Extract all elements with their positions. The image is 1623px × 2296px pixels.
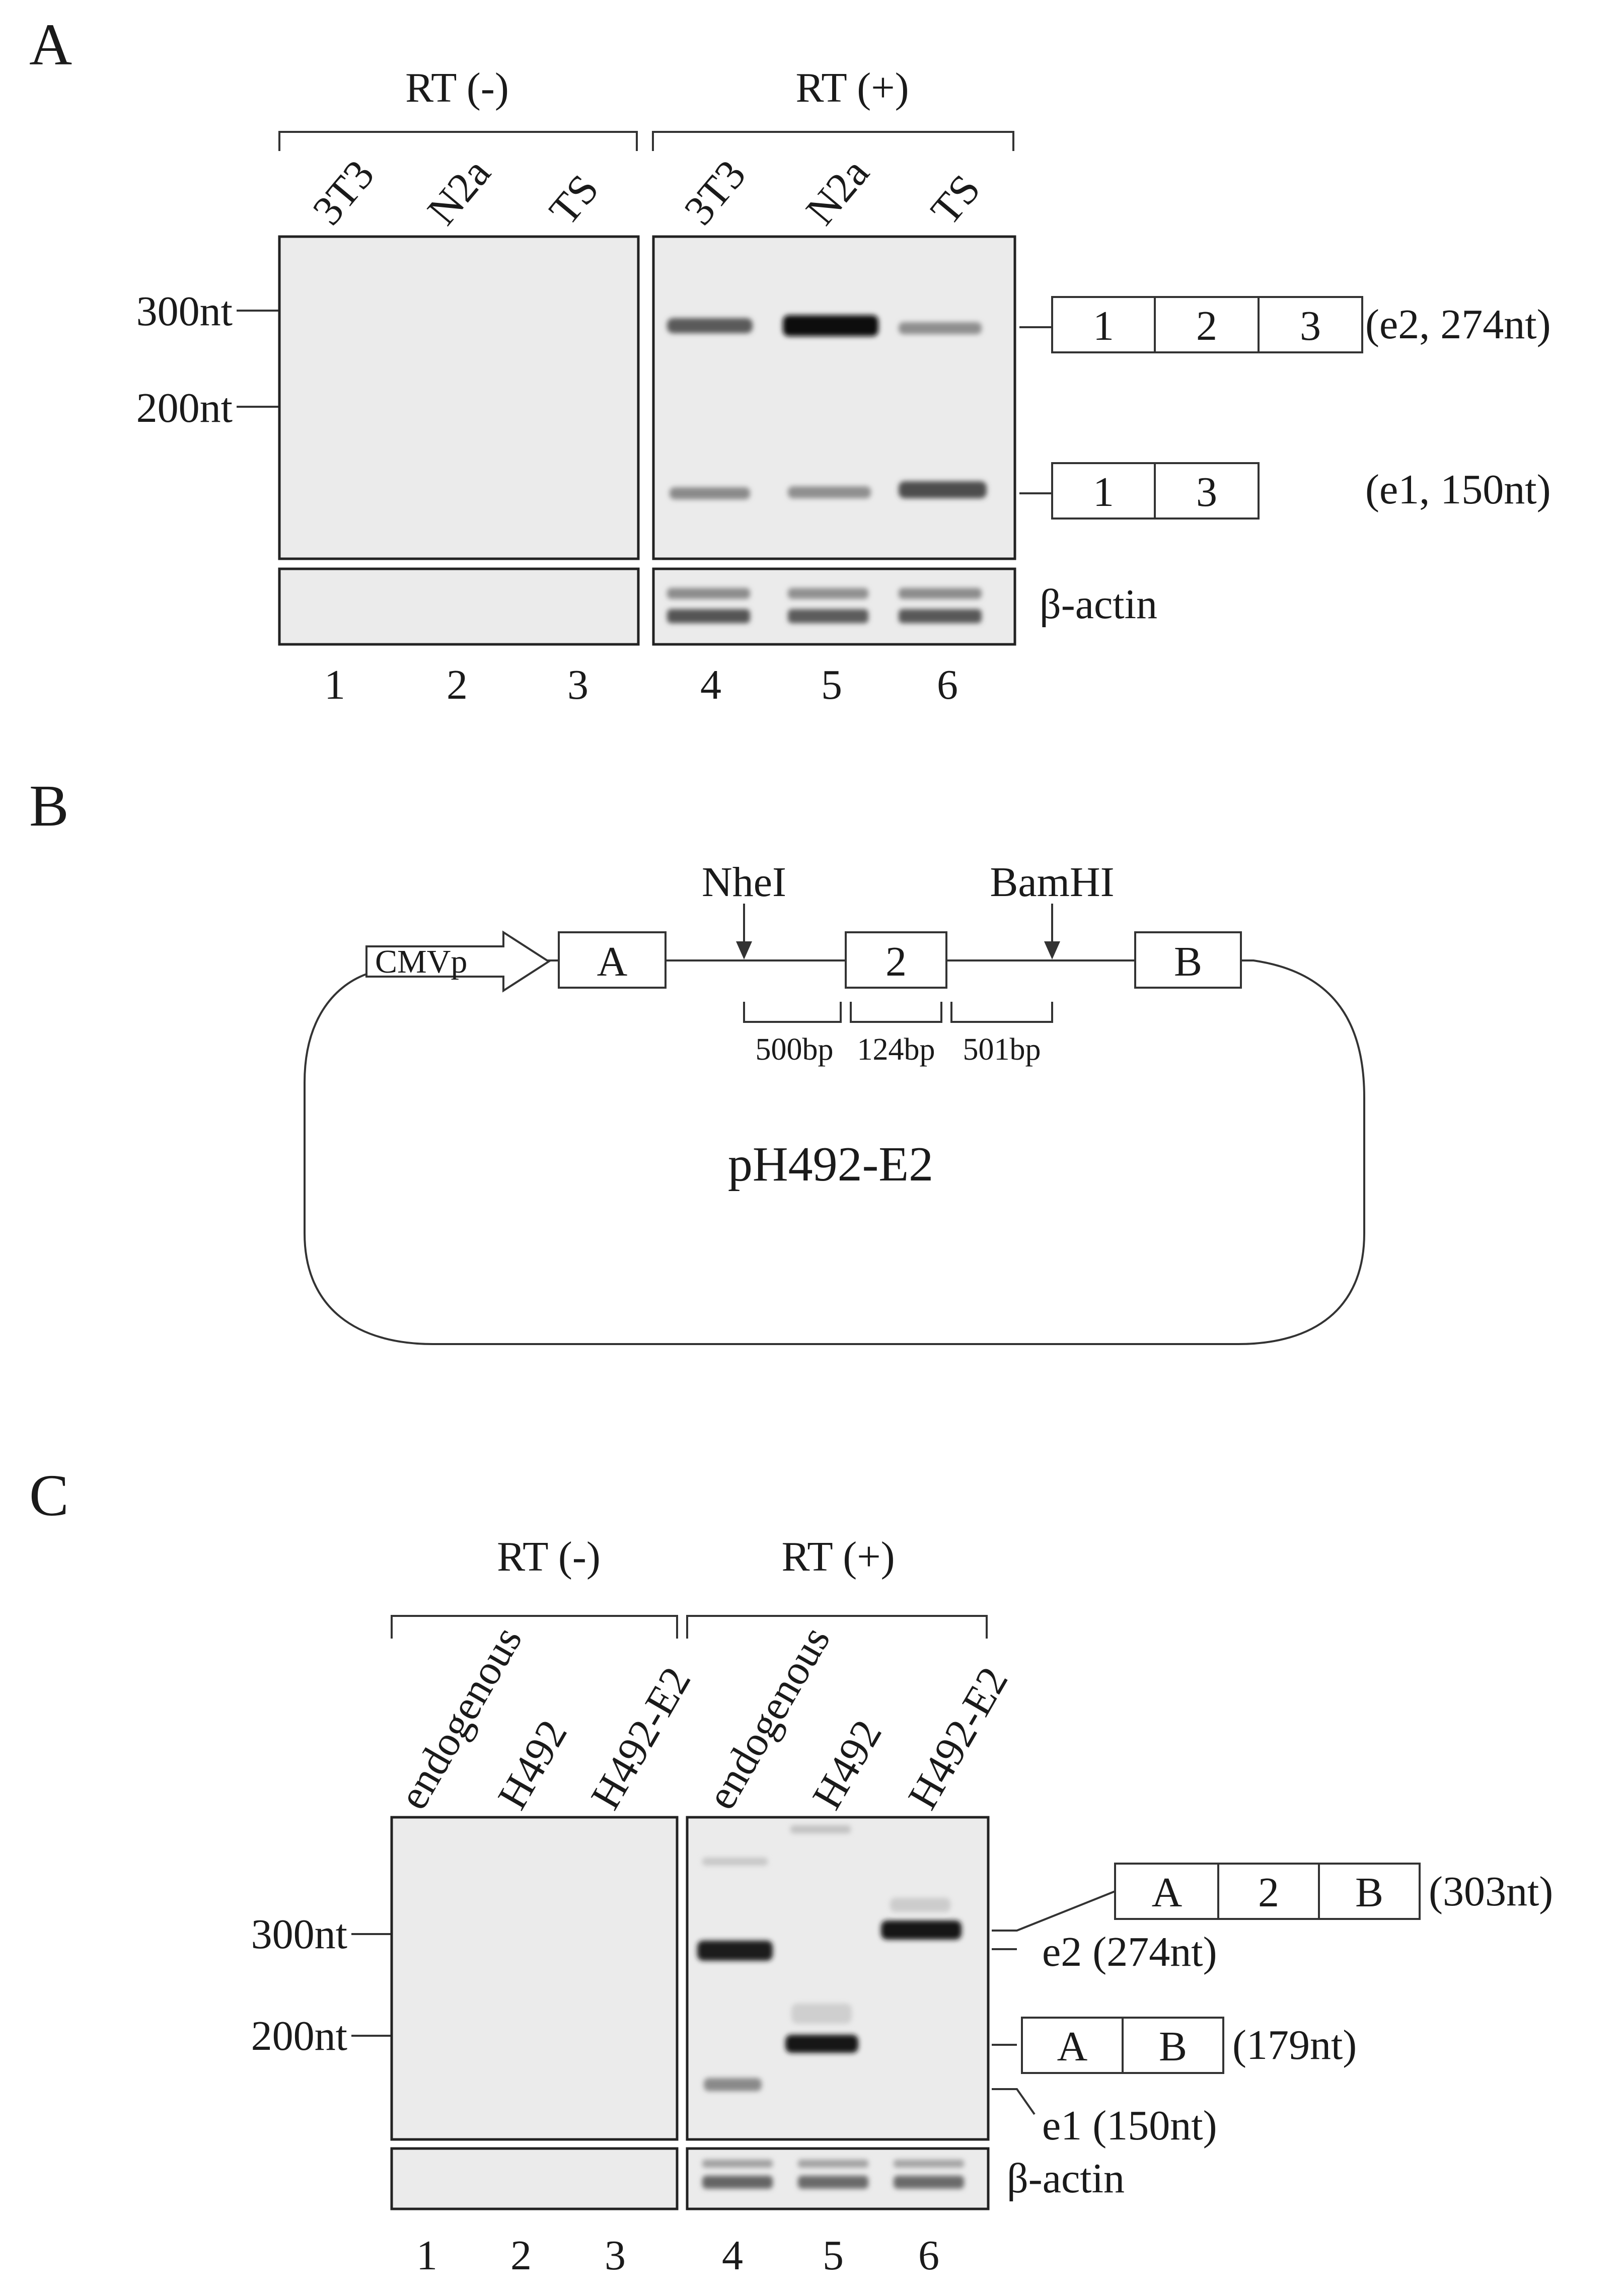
cmv-promoter-label: CMVp [375,943,467,980]
panel-c-band-lane5-ab [785,2035,858,2053]
bamhi-arrow [1044,941,1060,959]
panel-a-lane-2-number: 2 [447,661,468,708]
panel-a-product-e2-label: (e2, 274nt) [1365,301,1551,348]
svg-text:A: A [1152,1869,1183,1916]
bamhi-label: BamHI [990,859,1114,906]
svg-text:3: 3 [1300,303,1321,349]
panel-c-lane-4-number: 4 [722,2232,743,2279]
panel-a-lane-5-number: 5 [821,661,842,708]
panel-a-product-e1: 1 3 [1051,462,1260,520]
panel-c-lane-3-number: 3 [605,2232,626,2279]
panel-a-band-lane4-e1 [670,487,750,499]
panel-a-group-rt-plus: RT (+) [795,64,909,111]
panel-a-band-lane6-e1 [899,481,987,498]
exon-2-label: 2 [886,938,907,985]
exon-a-label: A [597,938,628,985]
panel-a-bracket-rt-plus [652,131,1014,151]
panel-c-lane-6-sample: H492-E2 [899,1659,1017,1817]
exon-b-box [1134,931,1242,989]
panel-a-lane-2-sample: N2a [418,150,499,234]
panel-c-lane-2-number: 2 [510,2232,532,2279]
panel-a-bracket-rt-minus [278,131,638,151]
panel-a-actin-rt-plus [652,567,1016,646]
nhei-label: NheI [702,859,786,906]
panel-c-lane-5-sample: H492 [803,1712,891,1817]
panel-c-lane-6-number: 6 [918,2232,939,2279]
panel-b-letter: B [29,773,69,839]
panel-c-group-rt-plus: RT (+) [781,1533,895,1580]
panel-a-product-e1-label: (e1, 150nt) [1365,466,1551,513]
svg-text:B: B [1355,1869,1383,1916]
panel-a-actin-rt-minus [278,567,640,646]
panel-c-actin-rt-minus [390,2147,679,2210]
svg-text:2: 2 [1258,1869,1279,1916]
panel-c-actin-label: β-actin [1007,2155,1125,2202]
panel-a-lane-5-sample: N2a [797,150,878,234]
panel-c-marker-200: 200nt [251,2013,347,2059]
panel-a-actin-label: β-actin [1040,581,1157,628]
panel-a: A RT (-) RT (+) 3T3 N2a TS 3T3 N2a TS 30… [29,12,1551,708]
panel-a-marker-200: 200nt [136,385,233,431]
panel-a-letter: A [29,12,72,78]
exon-b-label: B [1174,938,1202,985]
segment-500bp: 500bp [756,1032,834,1067]
panel-c-letter: C [29,1462,69,1528]
panel-c-group-rt-minus: RT (-) [497,1533,601,1580]
panel-c-lane-3-sample: H492-E2 [582,1659,700,1817]
panel-c-lane-5-number: 5 [823,2232,844,2279]
panel-a-lane-3-sample: TS [540,166,608,234]
plasmid-name: pH492-E2 [728,1137,933,1192]
panel-a-gel-rt-plus [652,235,1016,560]
panel-c-bracket-rt-plus [686,1615,988,1639]
panel-a-lane-1-sample: 3T3 [304,152,383,234]
panel-a-lane-6-sample: TS [922,166,989,234]
panel-a-lane-4-number: 4 [700,661,721,708]
panel-a-band-lane6-e2 [899,322,982,334]
panel-a-lane-1-number: 1 [324,661,345,708]
panel-a-lane-3-number: 3 [567,661,588,708]
svg-text:1: 1 [1093,469,1114,515]
panel-c-product-e2-label: e2 (274nt) [1042,1929,1217,1975]
panel-c-band-lane4-e2 [697,1941,773,1961]
segment-501bp: 501bp [963,1032,1041,1067]
panel-a-band-lane4-e2 [667,318,753,333]
panel-b: B CMVp A 2 B NheI BamHI 500bp 124bp 501b… [29,773,1365,1345]
panel-c-product-ab: A B [1021,2017,1224,2074]
segment-124bp: 124bp [857,1032,935,1067]
panel-c-band-lane6-a2b [881,1920,962,1940]
panel-c-bracket-rt-minus [391,1615,678,1639]
panel-c: C RT (-) RT (+) endogenous H492 H492-E2 … [29,1462,1553,2279]
panel-a-product-e2: 1 2 3 [1051,296,1363,353]
panel-a-gel-rt-minus [278,235,640,560]
panel-c-marker-300: 300nt [251,1911,347,1958]
panel-c-band-lane4-e1 [704,2078,762,2091]
panel-a-lane-4-sample: 3T3 [675,152,755,234]
svg-text:A: A [1057,2023,1088,2070]
panel-a-band-lane5-e2 [783,315,878,336]
exon-2-box [845,931,947,989]
panel-c-lane-1-number: 1 [416,2232,437,2279]
panel-c-product-a2b-label: (303nt) [1429,1868,1553,1915]
svg-text:1: 1 [1093,303,1114,349]
panel-a-group-rt-minus: RT (-) [405,64,509,111]
nhei-arrow [736,941,752,959]
panel-a-lane-6-number: 6 [937,661,958,708]
panel-c-lane-2-sample: H492 [489,1712,576,1817]
svg-text:2: 2 [1196,303,1217,349]
panel-c-product-ab-label: (179nt) [1232,2022,1357,2068]
panel-a-marker-300: 300nt [136,288,233,335]
panel-c-product-a2b: A 2 B [1114,1863,1421,1920]
cmv-promoter-arrow [365,930,551,993]
panel-c-product-e1-label: e1 (150nt) [1042,2102,1217,2149]
panel-a-band-lane5-e1 [788,486,871,498]
svg-text:3: 3 [1196,469,1217,515]
panel-c-gel-rt-minus [390,1816,679,2141]
svg-text:B: B [1159,2023,1187,2070]
